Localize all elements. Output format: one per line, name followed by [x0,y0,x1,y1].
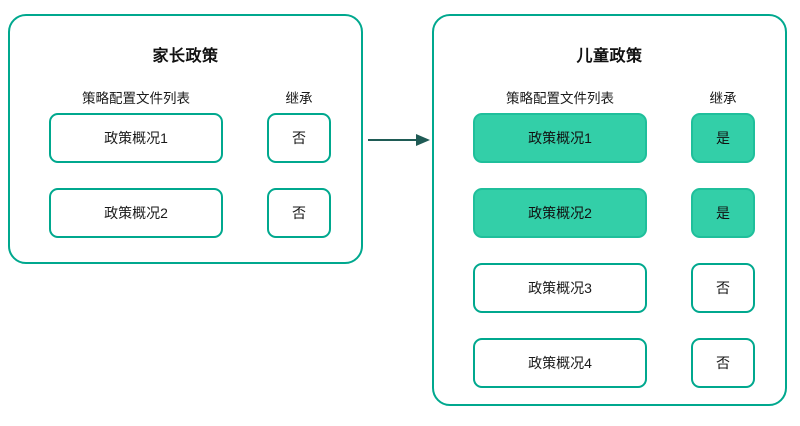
profile-box-child-1[interactable]: 政策概况1 [473,113,647,163]
panel-parent-title: 家长政策 [152,48,219,65]
column-header-profiles-child: 策略配置文件列表 [506,91,614,106]
table-row: 政策概况2 否 [10,188,361,238]
profile-box-child-3[interactable]: 政策概况3 [473,263,647,313]
inheritance-badge-child-1[interactable]: 是 [691,113,755,163]
inheritance-badge-child-4[interactable]: 否 [691,338,755,388]
table-row: 政策概况3 否 [434,263,785,313]
column-header-inheritance-child: 继承 [709,91,737,106]
panel-child-policy: 儿童政策 策略配置文件列表 继承 政策概况1 是 政策概况2 是 政策概况3 否… [432,14,787,406]
table-row: 政策概况1 否 [10,113,361,163]
profile-box-parent-1[interactable]: 政策概况1 [49,113,223,163]
profile-box-parent-2[interactable]: 政策概况2 [49,188,223,238]
inheritance-badge-child-2[interactable]: 是 [691,188,755,238]
profile-box-child-4[interactable]: 政策概况4 [473,338,647,388]
inheritance-arrow [368,131,430,149]
profile-box-child-2[interactable]: 政策概况2 [473,188,647,238]
inheritance-badge-parent-2[interactable]: 否 [267,188,331,238]
inheritance-badge-child-3[interactable]: 否 [691,263,755,313]
panel-parent-policy: 家长政策 策略配置文件列表 继承 政策概况1 否 政策概况2 否 [8,14,363,264]
arrow-right-icon [368,134,430,146]
table-row: 政策概况2 是 [434,188,785,238]
panel-child-title: 儿童政策 [576,48,643,65]
table-row: 政策概况1 是 [434,113,785,163]
column-header-profiles-parent: 策略配置文件列表 [82,91,190,106]
column-header-inheritance-parent: 继承 [285,91,313,106]
inheritance-badge-parent-1[interactable]: 否 [267,113,331,163]
table-row: 政策概况4 否 [434,338,785,388]
